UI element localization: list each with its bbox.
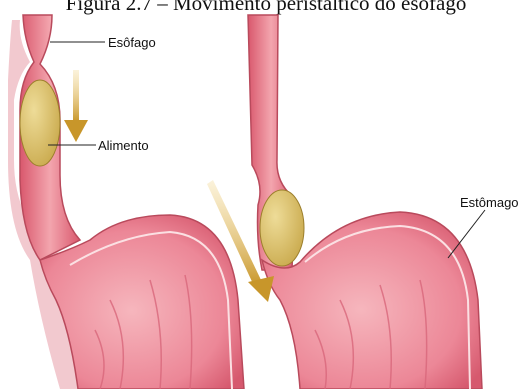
food-label: Alimento — [98, 138, 149, 153]
stomach-label: Estômago — [460, 195, 519, 210]
label-food: Alimento — [48, 138, 149, 153]
left-food-bolus — [20, 80, 60, 166]
label-esophagus: Esôfago — [50, 35, 156, 50]
left-down-arrow — [64, 70, 88, 142]
right-food-bolus — [260, 190, 304, 266]
esophagus-label: Esôfago — [108, 35, 156, 50]
